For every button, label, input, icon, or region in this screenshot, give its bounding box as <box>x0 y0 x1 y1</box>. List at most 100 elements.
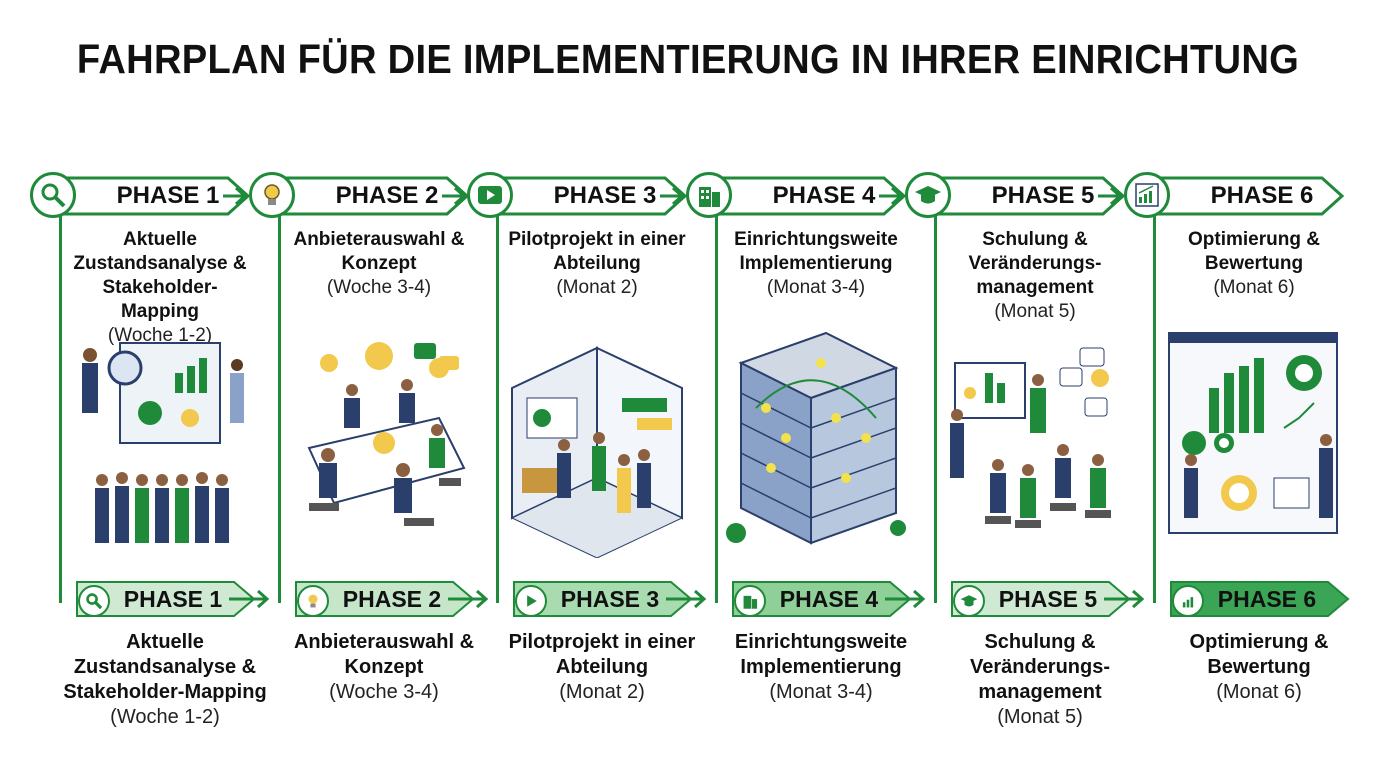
phase-banner: PHASE 5 <box>935 176 1125 216</box>
phase-banner-bottom: PHASE 4 <box>732 581 912 617</box>
phase-banner-bottom: PHASE 5 <box>951 581 1131 617</box>
phase-label: PHASE 6 <box>1217 586 1317 612</box>
arrow-right-icon <box>885 589 926 609</box>
training-illustration <box>945 328 1125 558</box>
phase-description: Optimierung & Bewertung (Monat 6) <box>1159 228 1349 300</box>
magnifier-icon <box>30 172 76 218</box>
phase-label: PHASE 1 <box>123 586 223 612</box>
phase-title: Pilotprojekt in einer Abteilung <box>508 229 686 274</box>
phase-description: Aktuelle Zustandsanalyse & Stakeholder-M… <box>65 228 255 348</box>
phase-duration: (Woche 3-4) <box>326 277 432 298</box>
phase-duration: (Monat 6) <box>1213 277 1295 298</box>
phase-title: Anbieterauswahl & Konzept <box>293 229 465 274</box>
phase-title: Aktuelle Zustandsanalyse & Stakeholder-M… <box>63 631 267 703</box>
phase-banner-bottom: PHASE 1 <box>76 581 256 617</box>
phase-description-bottom: Anbieterauswahl & Konzept (Woche 3-4) <box>264 630 504 705</box>
phase-column-3: PHASE 3 Pilotprojekt in einer Abteilung … <box>467 0 695 768</box>
building-illustration <box>726 328 906 558</box>
phase-title: Anbieterauswahl & Konzept <box>293 631 475 678</box>
phase-label: PHASE 6 <box>1210 182 1314 209</box>
timeline-line <box>1153 213 1156 603</box>
phase-description: Schulung & Veränderungs-management (Mona… <box>940 228 1130 324</box>
phase-label: PHASE 5 <box>991 182 1095 209</box>
phase-banner-bottom: PHASE 3 <box>513 581 693 617</box>
arrow-right-icon <box>660 186 685 206</box>
phase-description-bottom: Aktuelle Zustandsanalyse & Stakeholder-M… <box>45 630 285 730</box>
phase-banner: PHASE 4 <box>716 176 906 216</box>
arrow-right-icon <box>442 186 467 206</box>
phase-title: Optimierung & Bewertung <box>1188 229 1320 274</box>
workshop-illustration <box>289 328 469 558</box>
arrow-right-icon <box>666 589 707 609</box>
phase-duration: (Monat 2) <box>559 681 645 703</box>
phase-banner-bottom: PHASE 6 <box>1170 581 1350 617</box>
magnifier-icon <box>78 585 110 617</box>
phase-description-bottom: Schulung & Veränderungs-management (Mona… <box>920 630 1160 730</box>
phase-description: Einrichtungsweite Implementierung (Monat… <box>721 228 911 300</box>
bar-chart-icon <box>1124 172 1170 218</box>
phase-description: Pilotprojekt in einer Abteilung (Monat 2… <box>502 228 692 300</box>
phase-label: PHASE 3 <box>560 586 660 612</box>
arrow-right-icon <box>879 186 904 206</box>
lightbulb-icon <box>297 585 329 617</box>
phase-label: PHASE 1 <box>116 182 220 209</box>
phase-column-2: PHASE 2 Anbieterauswahl & Konzept (Woche… <box>249 0 475 768</box>
graduation-cap-icon <box>905 172 951 218</box>
phase-description-bottom: Pilotprojekt in einer Abteilung (Monat 2… <box>482 630 722 705</box>
phase-duration: (Monat 3-4) <box>769 681 873 703</box>
play-icon <box>467 172 513 218</box>
building-icon <box>734 585 766 617</box>
phase-banner: PHASE 1 <box>60 176 250 216</box>
phase-label: PHASE 5 <box>998 586 1098 612</box>
phase-duration: (Monat 3-4) <box>766 277 866 298</box>
phase-banner: PHASE 6 <box>1154 176 1344 216</box>
arrow-right-icon <box>223 186 248 206</box>
phase-label: PHASE 4 <box>772 182 876 209</box>
page-title: FAHRPLAN FÜR DIE IMPLEMENTIERUNG IN IHRE… <box>76 36 1300 82</box>
phase-banner-bottom: PHASE 2 <box>295 581 475 617</box>
dashboard-illustration <box>1164 328 1344 558</box>
graduation-cap-icon <box>953 585 985 617</box>
pilot-illustration <box>507 328 687 559</box>
play-icon <box>515 585 547 617</box>
phase-label: PHASE 2 <box>335 182 439 209</box>
phase-title: Einrichtungsweite Implementierung <box>734 631 908 678</box>
phase-duration: (Monat 2) <box>556 277 638 298</box>
phase-title: Schulung & Veränderungs-management <box>969 631 1111 703</box>
arrow-right-icon <box>1098 186 1123 206</box>
phase-duration: (Woche 1-2) <box>110 706 220 728</box>
phase-title: Optimierung & Bewertung <box>1189 631 1329 678</box>
phase-duration: (Monat 5) <box>994 301 1076 322</box>
phase-title: Einrichtungsweite Implementierung <box>734 229 898 274</box>
phase-column-5: PHASE 5 Schulung & Veränderungs-manageme… <box>905 0 1131 768</box>
phase-description: Anbieterauswahl & Konzept (Woche 3-4) <box>284 228 474 300</box>
timeline-line <box>59 213 62 603</box>
building-icon <box>686 172 732 218</box>
lightbulb-icon <box>249 172 295 218</box>
phase-column-6: PHASE 6 Optimierung & Bewertung (Monat 6… <box>1124 0 1350 768</box>
phase-description-bottom: Optimierung & Bewertung (Monat 6) <box>1139 630 1376 705</box>
phase-title: Pilotprojekt in einer Abteilung <box>508 631 696 678</box>
phase-title: Schulung & Veränderungs-management <box>968 229 1102 298</box>
phase-duration: (Monat 5) <box>997 706 1083 728</box>
phase-label: PHASE 3 <box>553 182 657 209</box>
phase-banner: PHASE 2 <box>279 176 469 216</box>
timeline-line <box>278 213 281 603</box>
timeline-line <box>496 213 499 603</box>
timeline-line <box>934 213 937 603</box>
arrow-right-icon <box>1104 589 1145 609</box>
phase-column-1: PHASE 1 Aktuelle Zustandsanalyse & Stake… <box>30 0 267 768</box>
timeline-line <box>715 213 718 603</box>
phase-duration: (Monat 6) <box>1216 681 1302 703</box>
phase-duration: (Woche 1-2) <box>107 325 213 346</box>
phase-duration: (Woche 3-4) <box>329 681 439 703</box>
phase-banner: PHASE 3 <box>497 176 687 216</box>
phase-label: PHASE 4 <box>779 586 879 612</box>
phase-title: Aktuelle Zustandsanalyse & Stakeholder-M… <box>73 229 247 322</box>
arrow-right-icon <box>448 589 489 609</box>
bar-chart-icon <box>1172 585 1204 617</box>
phase-description-bottom: Einrichtungsweite Implementierung (Monat… <box>701 630 941 705</box>
arrow-right-icon <box>229 589 270 609</box>
phase-label: PHASE 2 <box>342 586 442 612</box>
analysis-illustration <box>70 328 250 558</box>
